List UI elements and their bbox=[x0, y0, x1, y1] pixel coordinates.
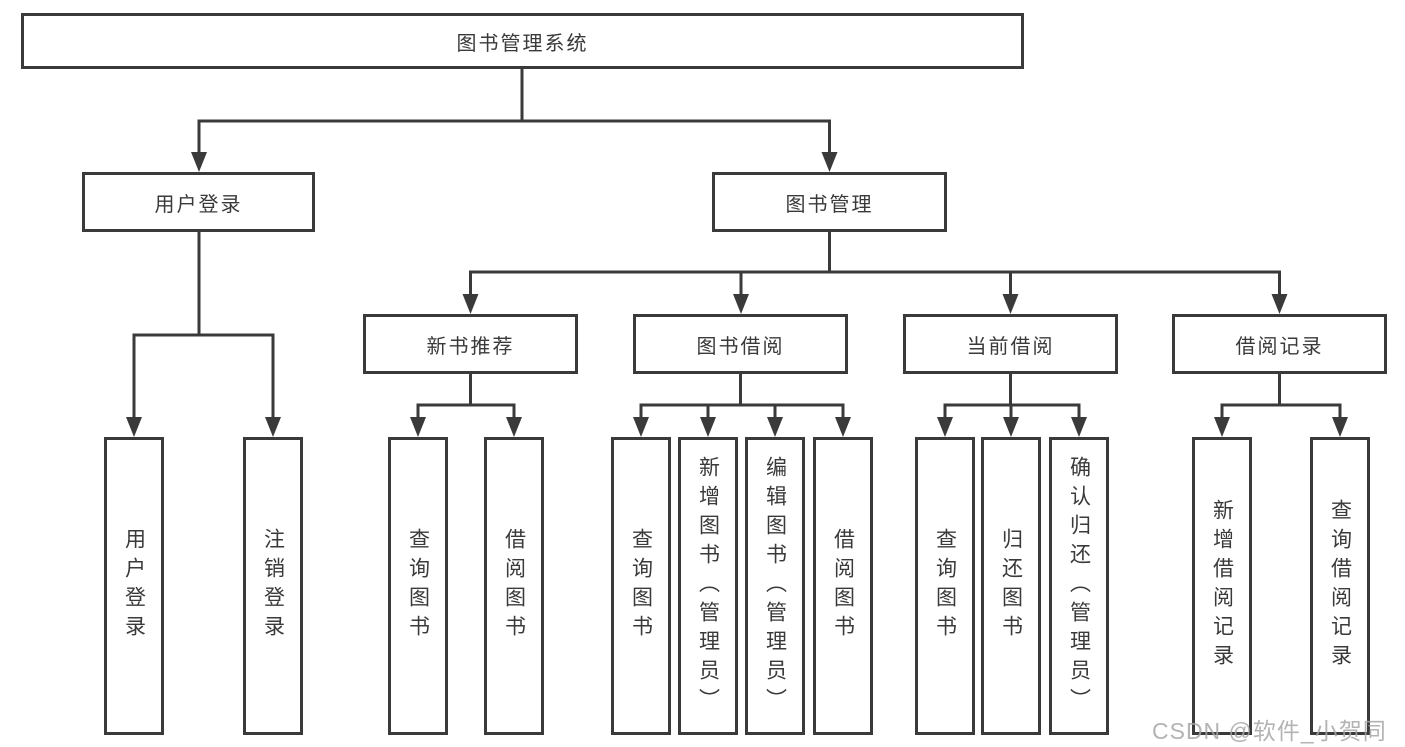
arrowhead-icon bbox=[1332, 417, 1348, 437]
leaf-label: 编辑图书（管理员） bbox=[763, 455, 787, 717]
leaf-add-borrow-record: 新增借阅记录 bbox=[1192, 437, 1252, 735]
node-label: 图书管理系统 bbox=[456, 32, 589, 55]
arrowhead-icon bbox=[633, 417, 649, 437]
arrowhead-icon bbox=[835, 417, 851, 437]
leaf-add-books-admin: 新增图书（管理员） bbox=[678, 437, 738, 735]
arrowhead-icon bbox=[1271, 294, 1288, 314]
arrowhead-icon bbox=[1214, 417, 1230, 437]
leaf-label: 新增图书（管理员） bbox=[696, 455, 720, 717]
node-current-borrowing: 当前借阅 bbox=[903, 314, 1118, 374]
arrowhead-icon bbox=[767, 417, 783, 437]
node-label: 借阅记录 bbox=[1235, 335, 1324, 358]
node-borrowing-records: 借阅记录 bbox=[1172, 314, 1387, 374]
arrowhead-icon bbox=[410, 417, 426, 437]
leaf-user-login: 用户登录 bbox=[104, 437, 164, 735]
leaf-query-books-current: 查询图书 bbox=[915, 437, 975, 735]
leaf-query-books-recommend: 查询图书 bbox=[388, 437, 448, 735]
leaf-return-books: 归还图书 bbox=[981, 437, 1041, 735]
node-label: 新书推荐 bbox=[426, 335, 515, 358]
arrowhead-icon bbox=[506, 417, 522, 437]
node-library-system: 图书管理系统 bbox=[21, 13, 1024, 69]
leaf-borrow-books: 借阅图书 bbox=[813, 437, 873, 735]
arrowhead-icon bbox=[733, 294, 749, 314]
leaf-query-borrow-record: 查询借阅记录 bbox=[1310, 437, 1370, 735]
leaf-label: 确认归还（管理员） bbox=[1067, 455, 1091, 717]
arrowhead-icon bbox=[821, 152, 838, 172]
leaf-label: 查询借阅记录 bbox=[1328, 499, 1352, 673]
node-label: 图书管理 bbox=[785, 193, 874, 216]
arrowhead-icon bbox=[700, 417, 716, 437]
node-label: 用户登录 bbox=[154, 193, 243, 216]
csdn-watermark: CSDN @软件_小贺同学 bbox=[1152, 718, 1387, 744]
leaf-confirm-return-admin: 确认归还（管理员） bbox=[1049, 437, 1109, 735]
node-book-management: 图书管理 bbox=[712, 172, 947, 232]
leaf-label: 借阅图书 bbox=[831, 528, 855, 644]
arrowhead-icon bbox=[1071, 417, 1087, 437]
arrowhead-icon bbox=[462, 294, 479, 314]
arrowhead-icon bbox=[1003, 417, 1019, 437]
leaf-label: 查询图书 bbox=[406, 528, 430, 644]
node-label: 当前借阅 bbox=[966, 335, 1055, 358]
leaf-label: 注销登录 bbox=[261, 528, 285, 644]
leaf-label: 用户登录 bbox=[122, 528, 146, 644]
leaf-label: 查询图书 bbox=[629, 528, 653, 644]
leaf-logout: 注销登录 bbox=[243, 437, 303, 735]
leaf-label: 查询图书 bbox=[933, 528, 957, 644]
arrowhead-icon bbox=[937, 417, 953, 437]
node-label: 图书借阅 bbox=[696, 335, 785, 358]
arrowhead-icon bbox=[1002, 294, 1019, 314]
arrowhead-icon bbox=[191, 152, 207, 172]
leaf-label: 借阅图书 bbox=[502, 528, 526, 644]
leaf-borrow-books-recommend: 借阅图书 bbox=[484, 437, 544, 735]
leaf-edit-books-admin: 编辑图书（管理员） bbox=[745, 437, 805, 735]
arrowhead-icon bbox=[265, 417, 281, 437]
node-new-book-recommendation: 新书推荐 bbox=[363, 314, 578, 374]
node-user-login: 用户登录 bbox=[82, 172, 315, 232]
leaf-label: 归还图书 bbox=[999, 528, 1023, 644]
node-book-borrowing: 图书借阅 bbox=[633, 314, 848, 374]
leaf-label: 新增借阅记录 bbox=[1210, 499, 1234, 673]
arrowhead-icon bbox=[126, 417, 142, 437]
leaf-query-books-borrow: 查询图书 bbox=[611, 437, 671, 735]
